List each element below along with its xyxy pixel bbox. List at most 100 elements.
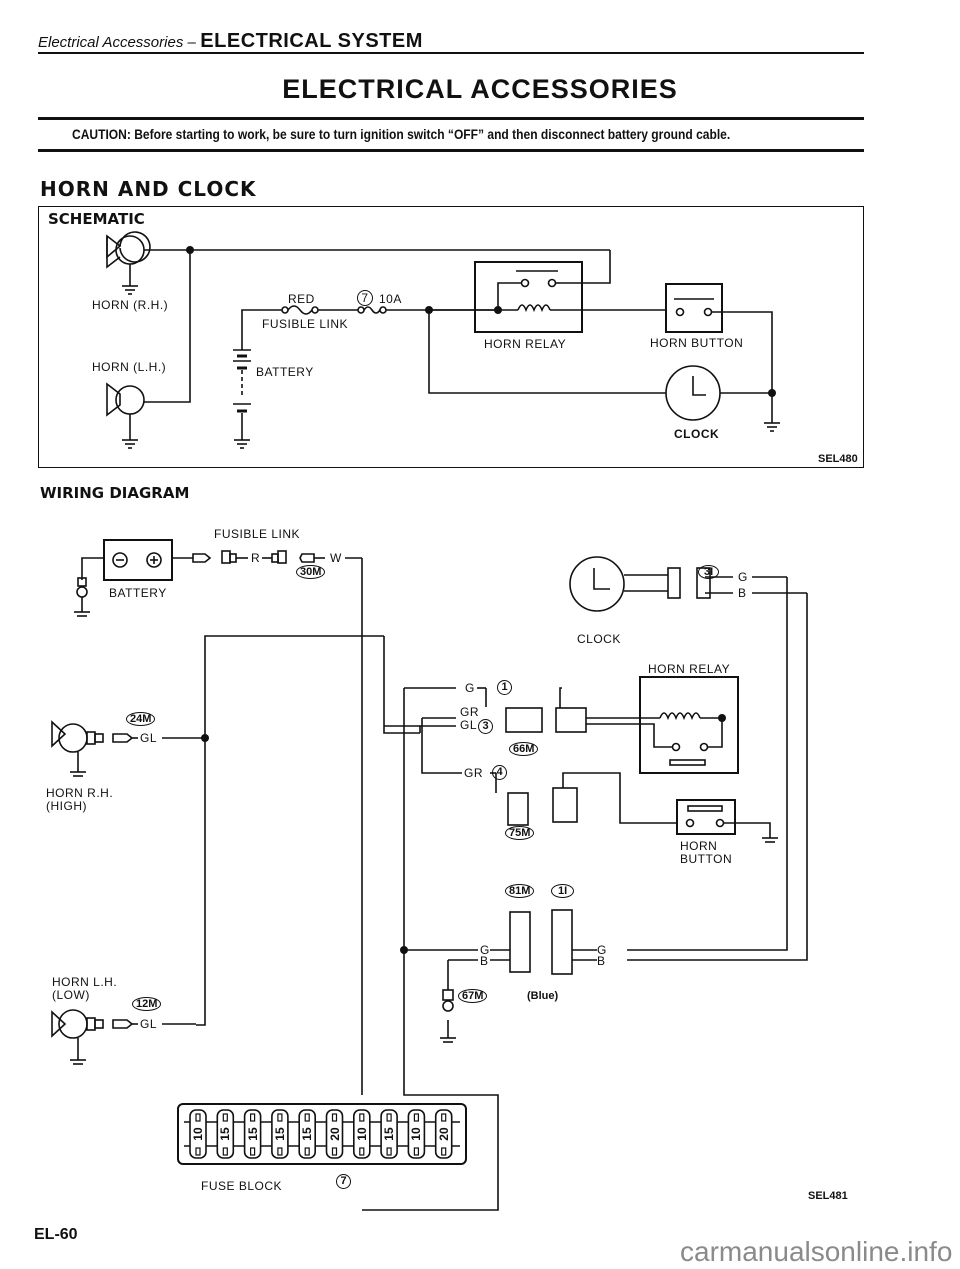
fuse-terminal bbox=[222, 1113, 228, 1122]
ground-icon bbox=[764, 422, 780, 432]
fuse bbox=[271, 1109, 289, 1159]
schematic-panel bbox=[38, 206, 864, 468]
fuse bbox=[325, 1109, 344, 1159]
fuse-block-number: 7 bbox=[336, 1174, 351, 1189]
header-section-italic: Electrical Accessories – bbox=[38, 34, 196, 51]
ground-icon bbox=[122, 439, 138, 449]
schematic-label-clock: CLOCK bbox=[674, 427, 720, 441]
fuse-terminal bbox=[250, 1147, 256, 1156]
connector-3i: 3I bbox=[698, 565, 720, 579]
fuse-rating-label: 20 bbox=[436, 1127, 451, 1141]
fuse-rating-label: 10 bbox=[354, 1127, 369, 1141]
fuse-rating-label: 20 bbox=[327, 1127, 342, 1141]
caution-rule-top bbox=[38, 117, 864, 120]
fuse-rating-label: 15 bbox=[300, 1127, 315, 1141]
watermark[interactable]: carmanualsonline.info bbox=[680, 1236, 953, 1267]
fuse-terminal bbox=[331, 1147, 338, 1156]
wire-color-b-1i: B bbox=[597, 954, 606, 968]
schematic-label-horn-button: HORN BUTTON bbox=[650, 336, 744, 350]
wire-color-gl-lh: GL bbox=[140, 1017, 158, 1031]
fuse bbox=[352, 1109, 371, 1159]
fuse-terminal bbox=[277, 1147, 283, 1156]
fuse-rating-label: 10 bbox=[409, 1127, 424, 1141]
wire-color-gl-relay: GL bbox=[460, 718, 478, 732]
fuse-terminal bbox=[386, 1147, 392, 1156]
fuse-terminal bbox=[386, 1113, 392, 1122]
connector-30m: 30M bbox=[296, 565, 326, 579]
fuse-terminal bbox=[331, 1113, 338, 1122]
relay-coil-icon bbox=[517, 304, 551, 313]
wiring-label-fuse-block: FUSE BLOCK bbox=[201, 1179, 283, 1193]
wire-color-gr-4: GR bbox=[464, 766, 483, 780]
wiring-label-horn-rh: HORN R.H. bbox=[46, 786, 114, 800]
fuse bbox=[189, 1109, 207, 1159]
connector-66m: 66M bbox=[509, 742, 539, 756]
wire-color-gr: GR bbox=[460, 705, 479, 719]
wiring-label-battery: BATTERY bbox=[109, 586, 167, 600]
page-header: Electrical Accessories – ELECTRICAL SYST… bbox=[38, 30, 423, 53]
wiring-label-horn-lh-low: (LOW) bbox=[52, 988, 90, 1002]
fuse bbox=[407, 1109, 426, 1159]
wire-color-gl-rh: GL bbox=[140, 731, 158, 745]
schematic-title: SCHEMATIC bbox=[48, 210, 145, 228]
horn-lh-symbol bbox=[106, 382, 145, 440]
schematic-label-horn-relay: HORN RELAY bbox=[484, 337, 567, 351]
page-title: ELECTRICAL ACCESSORIES bbox=[282, 74, 678, 104]
fuse-rating-label: 15 bbox=[218, 1127, 233, 1141]
header-section-main: ELECTRICAL SYSTEM bbox=[200, 30, 423, 52]
wiring-label-horn-rh-high: (HIGH) bbox=[46, 799, 87, 813]
schematic-label-horn-lh: HORN (L.H.) bbox=[92, 360, 167, 374]
wiring-label-blue: (Blue) bbox=[527, 990, 559, 1002]
fusible-link-symbol bbox=[281, 305, 319, 315]
fuse-rating-label: 15 bbox=[382, 1127, 397, 1141]
fuse bbox=[298, 1109, 317, 1159]
schematic-label-battery: BATTERY bbox=[256, 365, 314, 379]
horn-rh-symbol bbox=[106, 231, 151, 286]
connector-75m: 75M bbox=[505, 826, 535, 840]
wire-color-w: W bbox=[330, 551, 342, 565]
wiring-label-horn-button: HORN bbox=[680, 839, 718, 853]
fuse-block bbox=[177, 1103, 467, 1165]
schematic-label-red: RED bbox=[288, 292, 315, 306]
schematic-figure-code: SEL480 bbox=[818, 453, 858, 465]
fuse-terminal bbox=[250, 1113, 256, 1122]
caution-text: CAUTION: Before starting to work, be sur… bbox=[72, 126, 731, 142]
fuse-terminal bbox=[359, 1147, 365, 1156]
pin-3: 3 bbox=[478, 719, 493, 734]
battery-symbol bbox=[233, 349, 251, 440]
fuse-terminal bbox=[277, 1113, 283, 1122]
caution-rule-bottom bbox=[38, 149, 864, 152]
schematic-label-horn-rh: HORN (R.H.) bbox=[92, 298, 169, 312]
fuse-symbol bbox=[357, 306, 387, 314]
wiring-label-clock: CLOCK bbox=[577, 632, 621, 646]
fuse bbox=[434, 1109, 453, 1159]
fuse-terminal bbox=[413, 1147, 419, 1156]
fuse-rating-label: 15 bbox=[272, 1127, 287, 1141]
schematic-fuse-number: 7 bbox=[357, 290, 373, 306]
fuse bbox=[243, 1109, 262, 1159]
wiring-label-horn-relay: HORN RELAY bbox=[648, 662, 731, 676]
ground-icon bbox=[234, 439, 250, 449]
wire-color-g-clock: G bbox=[738, 570, 748, 584]
wire-color-r: R bbox=[251, 551, 261, 565]
wire-color-b-81m: B bbox=[480, 954, 489, 968]
fuse-terminal bbox=[304, 1113, 310, 1122]
wiring-figure-code: SEL481 bbox=[808, 1190, 848, 1202]
ground-icon bbox=[122, 285, 138, 295]
wiring-label-horn-lh: HORN L.H. bbox=[52, 975, 118, 989]
fuse-terminal bbox=[304, 1147, 310, 1156]
wire-color-g-81m: G bbox=[480, 943, 490, 957]
fuse-rating-label: 10 bbox=[191, 1127, 205, 1141]
fuse-terminal bbox=[195, 1147, 201, 1156]
fuse bbox=[380, 1109, 398, 1159]
wiring-label-horn-button-2: BUTTON bbox=[680, 852, 733, 866]
page-number: EL-60 bbox=[34, 1226, 78, 1243]
wire-color-g-relay: G bbox=[465, 681, 475, 695]
fuse-terminal bbox=[441, 1113, 447, 1122]
schematic-fuse-rating: 10A bbox=[379, 292, 402, 306]
battery-box bbox=[103, 539, 173, 581]
fuse-rating-label: 15 bbox=[245, 1127, 260, 1141]
connector-67m: 67M bbox=[458, 989, 488, 1003]
wiring-label-fusible-link: FUSIBLE LINK bbox=[214, 527, 301, 541]
